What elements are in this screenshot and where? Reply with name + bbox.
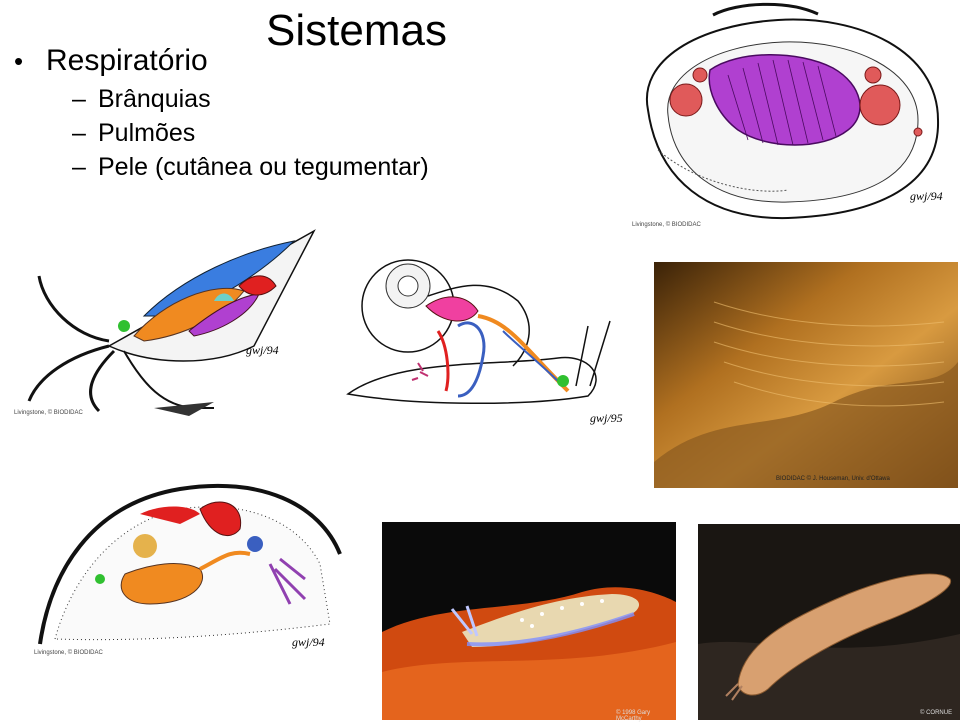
sub-item: –Pele (cutânea ou tegumentar): [72, 153, 429, 181]
squid-credit: Livingstone, © BIODIDAC: [14, 410, 83, 416]
gill-photo-credit: BIODIDAC © J. Houseman, Univ. d'Ottawa: [776, 476, 890, 482]
clam-credit: Livingstone, © BIODIDAC: [632, 222, 701, 228]
sub-item-label: Pele (cutânea ou tegumentar): [98, 153, 429, 181]
nudibranch-credit: © 1998 Gary McCarthy: [616, 710, 651, 722]
nudibranch-photo: © 1998 Gary McCarthy: [382, 522, 676, 722]
snail-signature: gwj/95: [590, 411, 623, 425]
bullet-main: • Respiratório: [14, 44, 429, 78]
chiton-illustration: gwj/94 Livingstone, © BIODIDAC: [30, 464, 356, 660]
bullet-dot-icon: •: [14, 45, 24, 76]
bullet-main-label: Respiratório: [46, 44, 208, 77]
squid-illustration: gwj/94 Livingstone, © BIODIDAC: [14, 226, 326, 422]
clam-signature: gwj/94: [910, 189, 943, 203]
chiton-credit: Livingstone, © BIODIDAC: [34, 650, 103, 656]
squid-signature: gwj/94: [246, 343, 279, 357]
sub-list: –Brânquias –Pulmões –Pele (cutânea ou te…: [72, 82, 429, 184]
bullet-list: • Respiratório –Brânquias –Pulmões –Pele…: [14, 44, 429, 184]
sub-item: –Pulmões: [72, 119, 196, 147]
snail-illustration: gwj/95: [338, 246, 634, 436]
sub-item-label: Brânquias: [98, 85, 211, 113]
chiton-signature: gwj/94: [292, 635, 325, 649]
gill-photo: BIODIDAC © J. Houseman, Univ. d'Ottawa: [654, 262, 958, 488]
sub-item-label: Pulmões: [98, 119, 196, 147]
clam-illustration: gwj/94 Livingstone, © BIODIDAC: [618, 0, 956, 234]
slug-photo: © CORNUE: [698, 524, 960, 720]
slug-credit: © CORNUE: [920, 710, 953, 716]
slide-title: Sistemas: [266, 6, 447, 55]
sub-item: –Brânquias: [72, 85, 211, 113]
